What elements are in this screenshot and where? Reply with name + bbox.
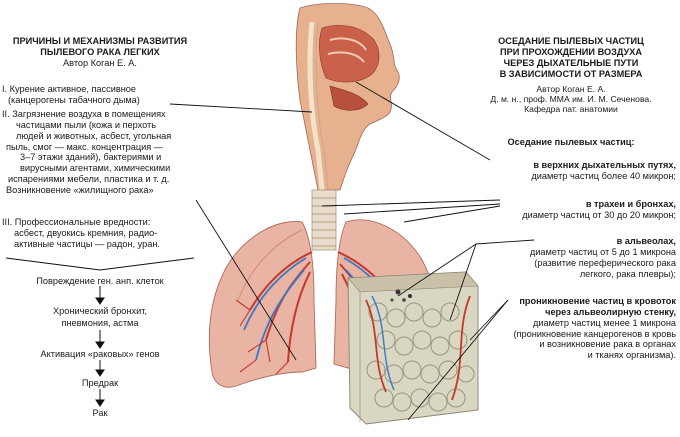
cause-3-line-2: асбест, двуокись кремния, радио-: [14, 227, 158, 238]
zone-upper-line-1: диаметр частиц более 40 микрон;: [531, 170, 676, 181]
cause-indoor-pollution: II. Загрязнение воздуха в помещениях час…: [2, 109, 171, 196]
zone-alveoli: в альвеолах, диаметр частиц от 5 до 1 ми…: [466, 236, 676, 279]
flow-arrows: [5, 257, 195, 407]
cause-smoking: I. Курение активное, пассивное (канцерог…: [2, 84, 140, 106]
zone-blood-title-1: проникновение частиц в кровоток: [519, 296, 676, 306]
zone-alveoli-line-3: легкого, рака плевры);: [579, 268, 676, 279]
flow-arrow-icon: [95, 399, 105, 407]
flow-arrow-icon: [95, 369, 105, 377]
zone-trachea-line-1: диаметр частиц от 30 до 20 микрон;: [522, 209, 676, 220]
cause-2-line-4: пыль, смог — макс. концентрация —: [6, 141, 163, 152]
zone-trachea-title: в трахеи и бронхах,: [585, 199, 676, 209]
cause-1-line-1: I. Курение активное, пассивное: [2, 84, 137, 94]
pointer-line-icon: [195, 199, 297, 361]
cause-occupational: III. Профессиональные вредности: асбест,…: [2, 217, 160, 250]
cause-1-line-2: (канцерогены табачного дыма): [8, 94, 140, 105]
zone-upper-airways: в верхних дыхательных путях, диаметр час…: [466, 160, 676, 182]
cause-3-line-3: активные частицы — радон, уран.: [14, 238, 160, 249]
right-author: Автор Коган Е. А. Д. м. н., проф. ММА им…: [466, 84, 676, 114]
right-title-line-3: ЧЕРЕЗ ДЫХАТЕЛЬНЫЕ ПУТИ: [503, 57, 639, 68]
head-section: [295, 3, 400, 191]
cause-3-line-1: III. Профессиональные вредности:: [2, 217, 151, 227]
pointer-line-icon: [469, 299, 509, 341]
zone-blood-title-2: через альвеолирную стенку,: [545, 306, 676, 317]
pointer-line-icon: [475, 239, 535, 245]
left-title-line-2: ПЫЛЕВОГО РАКА ЛЕГКИХ: [40, 46, 160, 57]
pointer-line-icon: [403, 205, 501, 223]
zone-blood-line-3: и возникновение рака в органах: [539, 339, 676, 350]
pointer-line-icon: [397, 243, 477, 297]
deposition-heading: Оседание пылевых частиц:: [507, 137, 635, 147]
zone-alveoli-title: в альвеолах,: [616, 236, 676, 246]
pointer-line-icon: [449, 243, 477, 321]
zone-blood-line-1: диаметр частиц менее 1 микрона: [532, 317, 676, 328]
right-title-line-2: ПРИ ПРОХОЖДЕНИИ ВОЗДУХА: [499, 46, 643, 57]
right-author-line-3: Кафедра пат. анатомии: [524, 104, 618, 115]
pointer-line-icon: [343, 203, 501, 215]
right-title-line-1: ОСЕДАНИЕ ПЫЛЕВЫХ ЧАСТИЦ: [498, 36, 644, 46]
flow-arrow-icon: [95, 341, 105, 349]
flow-step-precancer: Предрак: [81, 378, 119, 388]
cause-2-line-8: Возникновение «жилищного рака»: [6, 185, 154, 196]
trachea: [311, 189, 337, 251]
flow-arrow-icon: [95, 297, 105, 305]
flow-step-bronchitis-1: Хронический бронхит,: [53, 306, 147, 316]
left-lung: [208, 221, 317, 388]
pointer-line-icon: [169, 103, 313, 113]
flow-step-cancer: Рак: [92, 408, 108, 418]
alveolar-block: [347, 271, 479, 425]
zone-blood-line-2: (проникновение канцерогенов в кровь: [513, 328, 676, 339]
zone-upper-title: в верхних дыхательных путях,: [533, 160, 676, 170]
cause-2-line-7: испарениями мебели, пластика и т. д.: [8, 174, 170, 185]
cause-2-line-2: частицами пыли (кожа и перхоть: [16, 119, 156, 130]
left-title-line-1: ПРИЧИНЫ И МЕХАНИЗМЫ РАЗВИТИЯ: [12, 36, 188, 46]
cause-2-line-5: 3–7 этажи зданий), бактериями и: [20, 152, 162, 163]
flow-step-bronchitis-2: пневмония, астма: [61, 318, 139, 328]
right-author-line-1: Автор Коган Е. А.: [536, 84, 606, 94]
pointer-line-icon: [407, 299, 509, 421]
flow-step-damage: Повреждение ген. анп. клеток: [36, 276, 164, 286]
cause-2-line-6: вирусными агентами, химическими: [20, 163, 171, 174]
flow-step-oncogenes: Активация «раковых» генов: [40, 349, 160, 359]
right-panel-title: ОСЕДАНИЕ ПЫЛЕВЫХ ЧАСТИЦ ПРИ ПРОХОЖДЕНИИ …: [466, 36, 676, 79]
pointer-lines: [169, 81, 535, 421]
pointer-line-icon: [321, 199, 501, 207]
zone-bloodstream: проникновение частиц в кровоток через ал…: [466, 296, 676, 361]
flow-bracket-icon: [5, 257, 195, 271]
cause-2-line-3: людей и животных, асбест, угольная: [16, 130, 172, 141]
right-title-line-4: В ЗАВИСИМОСТИ ОТ РАЗМЕРА: [499, 68, 643, 79]
cause-2-line-1: II. Загрязнение воздуха в помещениях: [2, 109, 166, 119]
zone-alveoli-line-2: (развитие переферического рака: [534, 257, 676, 268]
zone-blood-line-4: и тканях организма).: [587, 350, 676, 361]
zone-alveoli-line-1: диаметр частиц от 5 до 1 микрона: [529, 246, 676, 257]
zone-trachea-bronchi: в трахеи и бронхах, диаметр частиц от 30…: [466, 199, 676, 221]
left-panel-title: ПРИЧИНЫ И МЕХАНИЗМЫ РАЗВИТИЯ ПЫЛЕВОГО РА…: [0, 36, 200, 69]
left-author: Автор Коган Е. А.: [63, 57, 137, 68]
right-author-line-2: Д. м. н., проф. ММА им. И. М. Сеченова.: [490, 94, 652, 105]
pointer-line-icon: [355, 81, 491, 161]
